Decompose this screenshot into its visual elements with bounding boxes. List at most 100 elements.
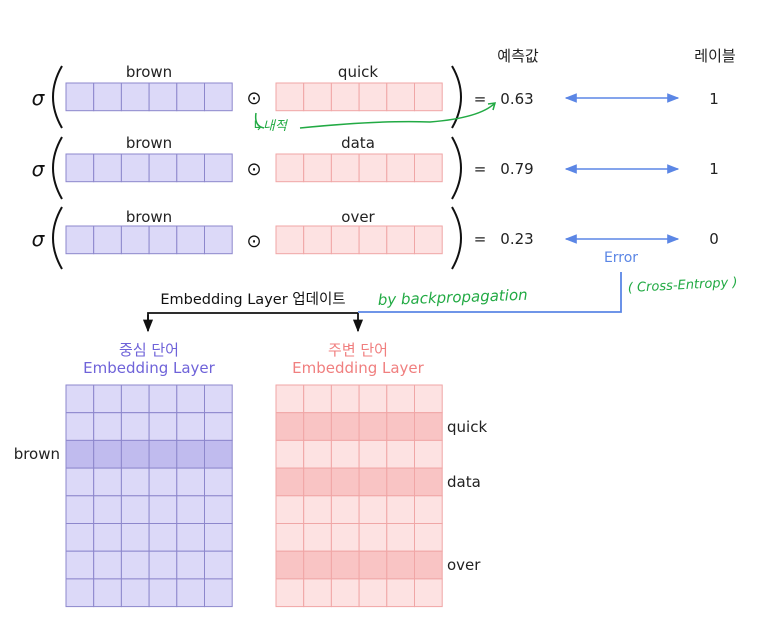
vector-cell <box>358 153 388 183</box>
vector-cell <box>204 82 233 112</box>
label-value: 1 <box>709 90 719 108</box>
vector-cell <box>120 225 150 255</box>
context-word-vector <box>275 82 443 112</box>
vector-cell <box>330 153 360 183</box>
matrix-cell <box>120 495 150 524</box>
matrix-cell <box>303 384 332 414</box>
matrix-cell <box>93 495 122 524</box>
matrix-cell-highlighted <box>330 550 360 580</box>
vector-cell <box>275 225 305 255</box>
matrix-cell-highlighted <box>176 439 206 469</box>
matrix-cell <box>148 495 178 524</box>
matrix-cell-highlighted <box>414 412 443 441</box>
matrix-cell <box>358 439 388 469</box>
center-word-vector <box>65 153 233 183</box>
vector-cell <box>65 82 95 112</box>
equals-sign: = <box>474 160 487 178</box>
prediction-value: 0.63 <box>500 90 533 108</box>
matrix-cell-highlighted <box>358 412 388 441</box>
matrix-cell <box>93 384 122 414</box>
matrix-cell-highlighted <box>386 550 415 580</box>
matrix-cell-highlighted <box>414 467 443 497</box>
matrix-cell <box>330 439 360 469</box>
matrix-cell <box>148 467 178 497</box>
vector-cell <box>414 225 443 255</box>
vector-cell <box>65 225 95 255</box>
vector-cell <box>414 153 443 183</box>
prediction-value: 0.23 <box>500 230 533 248</box>
matrix-cell-highlighted <box>204 439 233 469</box>
context-word-vector <box>275 153 443 183</box>
context-embedding-matrix <box>275 384 443 608</box>
matrix-cell-highlighted <box>275 412 305 441</box>
handwritten-dot-product: ↳내적 <box>252 119 289 134</box>
vector-cell <box>93 82 122 112</box>
vector-cell <box>93 225 122 255</box>
matrix-cell <box>176 467 206 497</box>
matrix-cell <box>65 495 95 524</box>
matrix-cell <box>176 578 206 608</box>
matrix-cell <box>330 495 360 524</box>
vector-cell <box>275 153 305 183</box>
center-word-vector <box>65 82 233 112</box>
matrix-cell <box>65 467 95 497</box>
matrix-cell <box>386 439 415 469</box>
vector-cell <box>414 82 443 112</box>
matrix-cell <box>275 495 305 524</box>
matrix-cell-highlighted <box>386 412 415 441</box>
hadamard-operator: ⊙ <box>246 88 261 109</box>
matrix-cell <box>93 467 122 497</box>
left-paren <box>52 65 63 129</box>
matrix-cell <box>176 495 206 524</box>
matrix-cell <box>330 384 360 414</box>
vector-cell <box>148 225 178 255</box>
matrix-cell-highlighted <box>120 439 150 469</box>
matrix-cell-highlighted <box>148 439 178 469</box>
matrix-cell <box>148 412 178 441</box>
matrix-cell <box>303 523 332 552</box>
matrix-cell <box>65 523 95 552</box>
matrix-cell-highlighted <box>330 412 360 441</box>
matrix-cell <box>148 523 178 552</box>
vector-cell <box>303 225 332 255</box>
label-value: 0 <box>709 230 719 248</box>
handwritten-annotations: ↳내적 by backpropagation ( Cross-Entropy ) <box>252 102 738 309</box>
matrix-cell <box>176 550 206 580</box>
center-word-label: brown <box>126 134 172 152</box>
matrix-cell <box>65 384 95 414</box>
matrix-cell-highlighted <box>414 550 443 580</box>
vector-cell <box>120 153 150 183</box>
matrix-cell-highlighted <box>303 412 332 441</box>
vector-cell <box>148 82 178 112</box>
vector-cell <box>176 225 206 255</box>
update-branch-line <box>147 312 358 330</box>
handwritten-backprop: by backpropagation <box>378 286 528 309</box>
matrix-cell <box>120 384 150 414</box>
matrix-cell <box>148 384 178 414</box>
context-word-label: over <box>341 208 375 226</box>
left-paren <box>52 206 63 270</box>
matrix-cell <box>303 495 332 524</box>
vector-cell <box>358 82 388 112</box>
matrix-cell <box>204 578 233 608</box>
vector-cell <box>204 225 233 255</box>
matrix-cell <box>275 523 305 552</box>
matrix-cell-highlighted <box>303 550 332 580</box>
hadamard-operator: ⊙ <box>246 159 261 180</box>
matrix-cell <box>275 384 305 414</box>
matrix-cell <box>120 467 150 497</box>
vector-cell <box>303 82 332 112</box>
vector-cell <box>204 153 233 183</box>
matrix-cell <box>204 523 233 552</box>
sigma-symbol: σ <box>32 227 46 251</box>
error-label: Error <box>604 250 638 266</box>
sigma-symbol: σ <box>32 157 46 181</box>
center-word-vector <box>65 225 233 255</box>
matrix-cell <box>303 578 332 608</box>
label-header: 레이블 <box>694 47 735 65</box>
center-matrix-title-en: Embedding Layer <box>83 359 216 377</box>
prediction-value: 0.79 <box>500 160 533 178</box>
matrix-cell <box>414 439 443 469</box>
handwritten-dot-product-arrow <box>254 102 497 129</box>
matrix-cell <box>120 550 150 580</box>
